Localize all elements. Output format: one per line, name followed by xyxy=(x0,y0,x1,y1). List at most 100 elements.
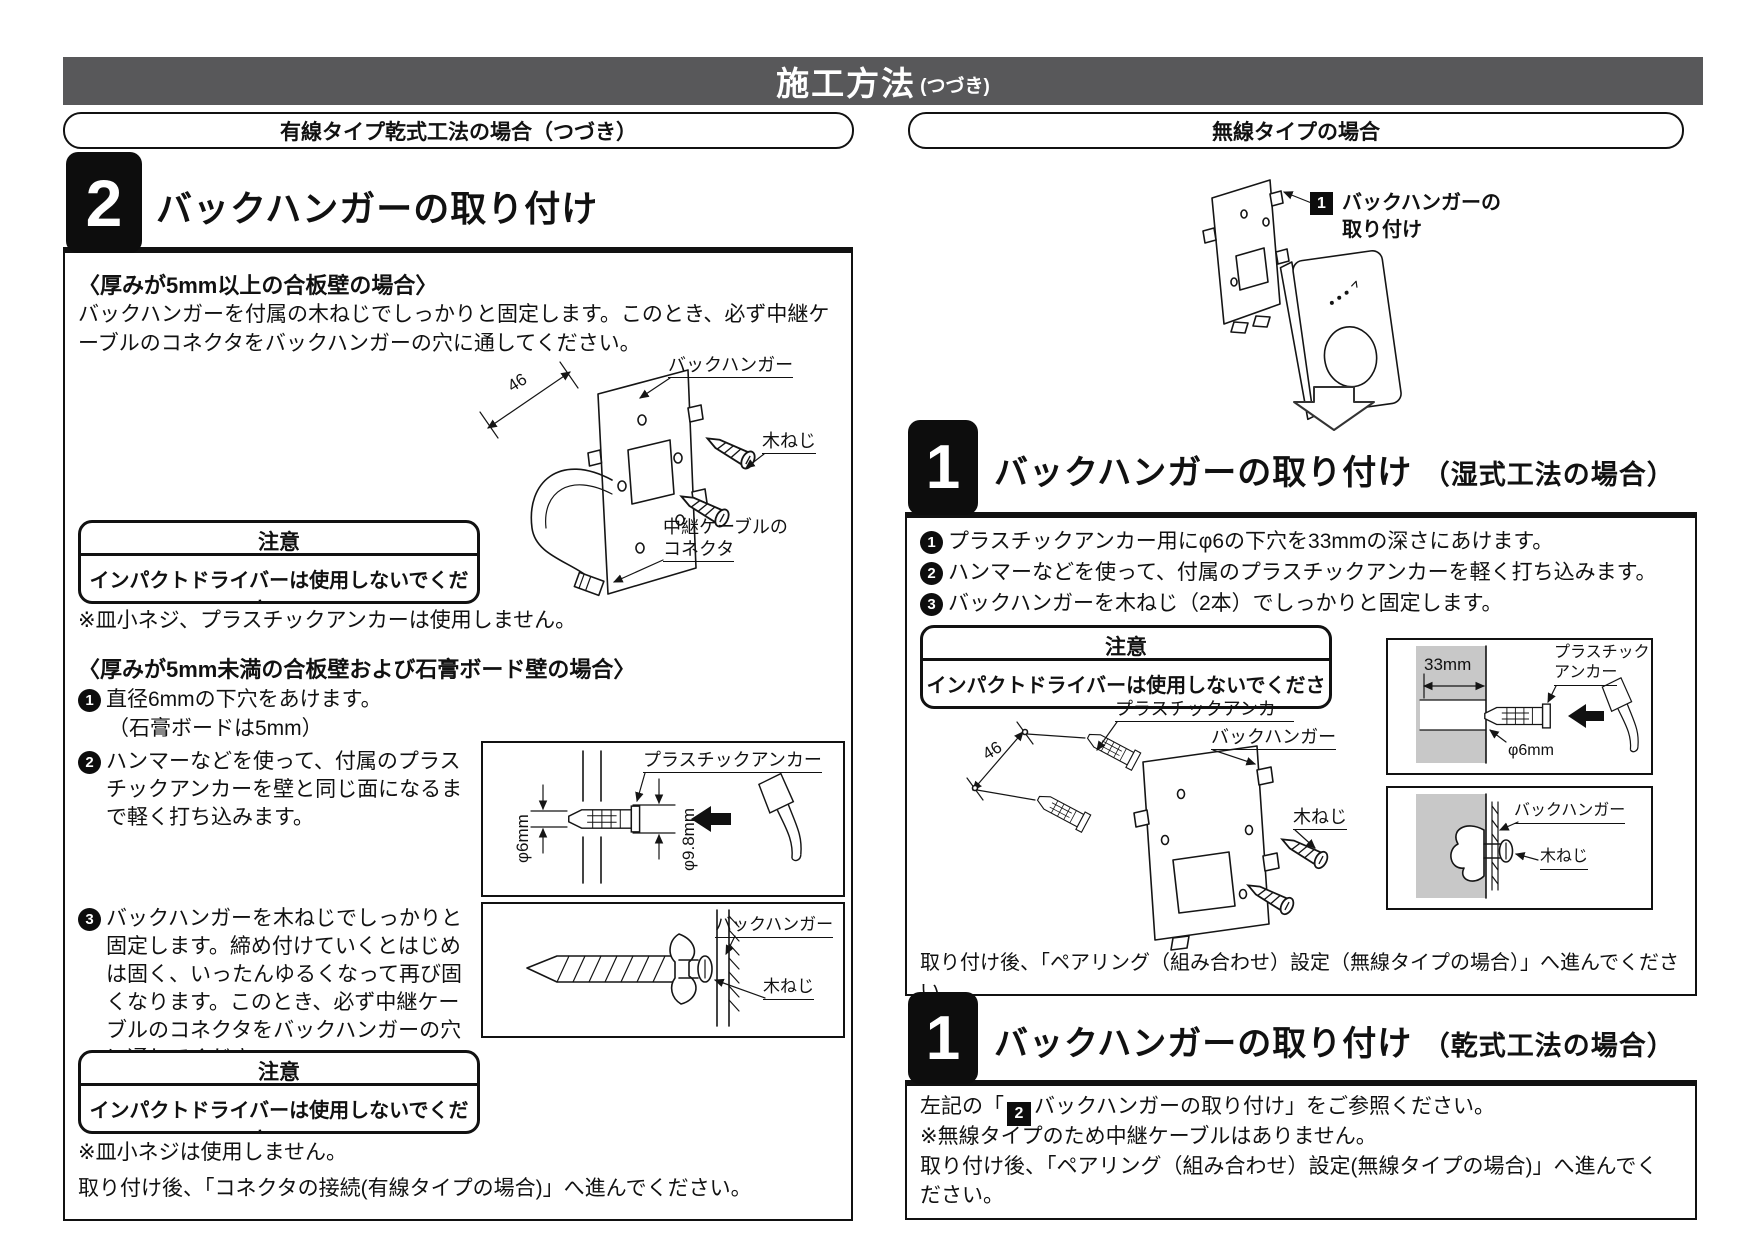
note-screw: ※皿小ネジは使用しません。 xyxy=(78,1141,347,1164)
left-step-1: 1 直径6mmの下穴をあけます。 xyxy=(78,686,778,714)
section-pill-wired: 有線タイプ乾式工法の場合（つづき） xyxy=(63,112,854,149)
anchor-hammer-drawing xyxy=(530,750,809,884)
wood-screw-label: 木ねじ xyxy=(1540,846,1589,870)
caution-title: 注意 xyxy=(258,531,300,554)
step-badge-wet: 1 xyxy=(908,420,978,515)
caution-box-1: 注意 インパクトドライバーは使用しないでください。 xyxy=(78,520,480,604)
circled-number-2: 2 xyxy=(78,751,101,774)
wet-step-3-text: バックハンガーを木ねじ（2本）でしっかりと固定します。 xyxy=(948,592,1503,615)
wood-screw-label-2: 木ねじ xyxy=(763,976,814,1000)
screw-fixed-drawing xyxy=(526,909,766,1027)
left-step-1-text: 直径6mmの下穴をあけます。 xyxy=(106,688,382,711)
hit-direction-arrow-icon xyxy=(1568,704,1604,728)
dim-33mm-label: 33mm xyxy=(1424,655,1472,674)
drill-drawing xyxy=(1416,645,1645,764)
wet-step-2: 2 ハンマーなどを使って、付属のプラスチックアンカーを軽く打ち込みます。 xyxy=(920,559,1680,587)
plastic-anchor-icon xyxy=(568,805,641,833)
wood-screw-label: 木ねじ xyxy=(1293,806,1347,830)
left-footer: 取り付け後、「コネクタの接続(有線タイプの場合)」へ進んでください。 xyxy=(78,1177,752,1200)
caution-divider xyxy=(81,1083,477,1086)
step-badge-2: 2 xyxy=(66,152,142,253)
diagram-screw-box: バックハンガー 木ねじ xyxy=(481,902,845,1038)
plastic-anchor-icon xyxy=(1033,789,1092,833)
caution-body: インパクトドライバーは使用しないでください。 xyxy=(89,570,469,601)
plastic-anchor-label: プラスチックアンカー xyxy=(1115,698,1294,722)
page-header: 施工方法 (つづき) xyxy=(63,57,1703,105)
page-subtitle: (つづき) xyxy=(920,75,990,97)
dry-line-1-post: バックハンガーの取り付け」をご参照ください。 xyxy=(1034,1095,1495,1118)
diagram-anchor-box: プラスチックアンカー φ6mm φ9.8mm xyxy=(481,741,845,897)
wet-step-3: 3 バックハンガーを木ねじ（2本）でしっかりと固定します。 xyxy=(920,590,1680,618)
back-hanger-label: バックハンガー xyxy=(668,354,794,378)
case-thin-heading: 〈厚みが5mm未満の合板壁および石膏ボード壁の場合〉 xyxy=(78,657,636,682)
cable-connector-drawing xyxy=(573,571,605,597)
fix-drawing xyxy=(1416,793,1539,899)
intro-step-label: バックハンガーの取り付け xyxy=(1342,192,1501,241)
plastic-anchor-label: プラスチックアンカー xyxy=(643,749,822,773)
left-step-2-text: ハンマーなどを使って、付属のプラスチックアンカーを壁と同じ面になるまで軽く打ち込… xyxy=(106,750,463,829)
dry-step-title-suffix: （乾式工法の場合） xyxy=(1422,1031,1675,1061)
circled-number-3: 3 xyxy=(920,593,943,616)
inline-step-2-badge: 2 xyxy=(1007,1101,1031,1126)
dia-98mm-label: φ9.8mm xyxy=(679,808,698,871)
caution-body: インパクトドライバーは使用しないでください。 xyxy=(926,675,1326,706)
diagram-drill-box: 33mm プラスチック アンカー φ6mm xyxy=(1386,638,1653,775)
diagram-wet-main: 46 プラスチックアンカー バックハンガー 木ねじ xyxy=(925,698,1365,951)
step-badge-dry: 1 xyxy=(908,992,978,1084)
section-pill-wired-label: 有線タイプ乾式工法の場合（つづき） xyxy=(280,120,637,144)
wet-hanger-drawing xyxy=(966,721,1331,951)
plastic-anchor-label-line1: プラスチック xyxy=(1554,644,1650,661)
left-step-3: 3 バックハンガーを木ねじでしっかりと固定します。締め付けていくとはじめは固く、… xyxy=(78,905,478,1073)
back-hanger-label: バックハンガー xyxy=(1211,726,1337,750)
page-title: 施工方法 xyxy=(776,65,917,102)
case-thick-body: バックハンガーを付属の木ねじでしっかりと固定します。このとき、必ず中継ケーブルの… xyxy=(78,303,830,355)
hammer-icon xyxy=(1600,676,1645,756)
section-pill-wireless-label: 無線タイプの場合 xyxy=(1212,120,1380,144)
dry-line-2: ※無線タイプのため中継ケーブルはありません。 xyxy=(920,1125,1377,1148)
left-step-3-text: バックハンガーを木ねじでしっかりと固定します。締め付けていくとはじめは固く、いっ… xyxy=(106,907,462,1070)
diagram-back-hanger: 46 バックハンガー 木ねじ 中継ケーブルの コネクタ xyxy=(430,332,850,632)
dry-step-title: バックハンガーの取り付け （乾式工法の場合） xyxy=(994,1016,1675,1065)
wet-step-1: 1 プラスチックアンカー用にφ6の下穴を33mmの深さにあけます。 xyxy=(920,528,1680,556)
wet-step-title-main: バックハンガーの取り付け xyxy=(994,454,1413,492)
hammer-icon xyxy=(756,771,809,866)
back-hanger-label-2: バックハンガー xyxy=(715,914,834,938)
wet-step-title-suffix: （湿式工法の場合） xyxy=(1422,460,1675,490)
wireless-device-drawing xyxy=(1279,249,1402,421)
down-arrow-icon xyxy=(1293,386,1375,431)
section-pill-wireless: 無線タイプの場合 xyxy=(908,112,1684,149)
left-step-title: バックハンガーの取り付け xyxy=(156,188,599,229)
caution-title: 注意 xyxy=(1105,636,1147,659)
case-thick-heading: 〈厚みが5mm以上の合板壁の場合〉 xyxy=(78,273,438,298)
circled-number-1: 1 xyxy=(78,689,101,712)
plastic-anchor-label-line2: アンカー xyxy=(1554,662,1618,686)
dry-line-1-pre: 左記の「 xyxy=(920,1095,1004,1118)
diagram-fix-box: バックハンガー 木ねじ xyxy=(1386,786,1653,910)
wet-step-2-text: ハンマーなどを使って、付属のプラスチックアンカーを軽く打ち込みます。 xyxy=(948,561,1657,584)
hit-direction-arrow-icon xyxy=(691,806,731,832)
back-hanger-label: バックハンガー xyxy=(1514,800,1626,824)
dry-line-3: 取り付け後、「ペアリング（組み合わせ）設定(無線タイプの場合)」へ進んでください… xyxy=(920,1155,1658,1207)
wet-footer: 取り付け後、「ペアリング（組み合わせ）設定（無線タイプの場合）」へ進んでください… xyxy=(920,952,1679,1003)
dry-content-box xyxy=(905,1080,1697,1220)
left-step-1b: （石膏ボードは5mm） xyxy=(108,717,323,740)
circled-number-1: 1 xyxy=(920,531,943,554)
left-step-2: 2 ハンマーなどを使って、付属のプラスチックアンカーを壁と同じ面になるまで軽く打… xyxy=(78,748,470,832)
connector-label-line1: 中継ケーブルの xyxy=(663,517,788,537)
dia-6mm-label: φ6mm xyxy=(1508,742,1554,759)
caution-divider xyxy=(81,553,477,556)
connector-label-line2: コネクタ xyxy=(663,538,735,562)
intro-step-badge: 1 xyxy=(1310,192,1333,215)
caution-divider xyxy=(923,658,1329,661)
wet-step-1-text: プラスチックアンカー用にφ6の下穴を33mmの深さにあけます。 xyxy=(948,530,1554,553)
wireless-intro-illustration: 1 バックハンガーの取り付け xyxy=(1150,162,1620,422)
circled-number-3: 3 xyxy=(78,908,101,931)
caution-box-2: 注意 インパクトドライバーは使用しないでください。 xyxy=(78,1050,480,1134)
dry-step-title-main: バックハンガーの取り付け xyxy=(994,1025,1413,1063)
caution-body: インパクトドライバーは使用しないでください。 xyxy=(89,1100,469,1131)
dia-6mm-label: φ6mm xyxy=(513,814,532,863)
caution-box-3: 注意 インパクトドライバーは使用しないでください。 xyxy=(920,625,1332,709)
wood-screw-label: 木ねじ xyxy=(762,430,816,454)
